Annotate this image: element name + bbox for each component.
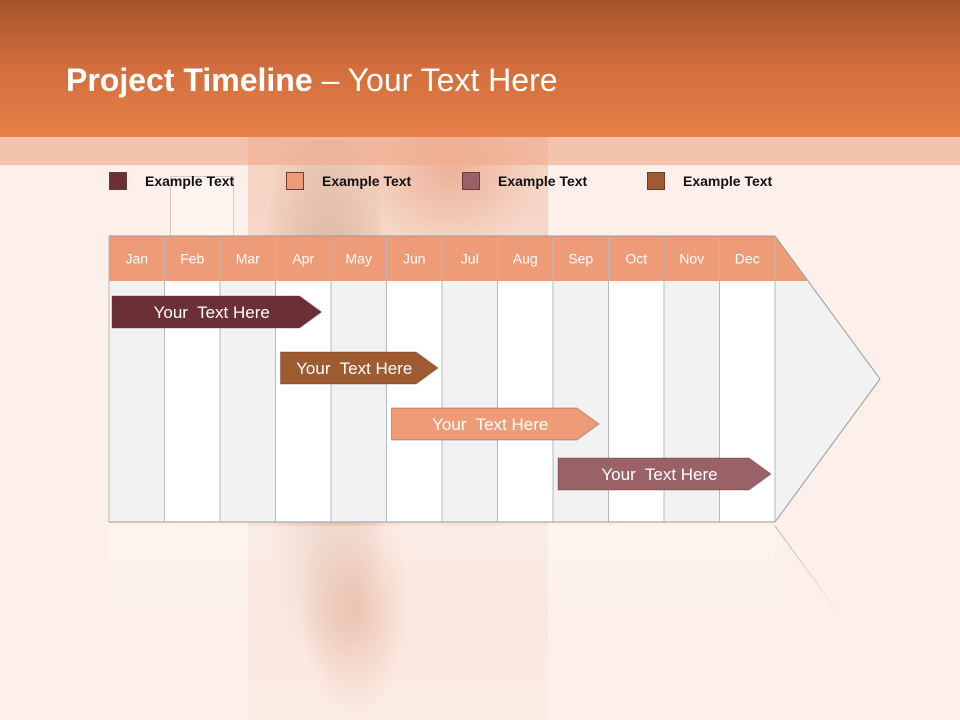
legend-label-1: Example Text <box>145 173 235 189</box>
task-arrow-2 <box>280 351 439 385</box>
month-band-jun <box>386 281 442 522</box>
month-header-cell <box>497 236 553 281</box>
reflection-arrow-edge <box>774 525 846 623</box>
task-label-4: Your Text Here <box>601 465 717 484</box>
month-header-cell <box>386 236 442 281</box>
month-label-dec: Dec <box>735 251 760 267</box>
slide-title-rest: – Your Text Here <box>312 62 558 98</box>
arrow-head-body <box>775 236 880 522</box>
legend-label-2: Example Text <box>322 173 412 189</box>
month-label-oct: Oct <box>625 251 647 267</box>
legend-item-3: Example Text <box>462 171 587 191</box>
month-label-jul: Jul <box>461 251 479 267</box>
task-label-1: Your Text Here <box>154 303 270 322</box>
legend-item-1: Example Text <box>109 171 234 191</box>
legend-swatch-2 <box>286 172 304 190</box>
background-light-switch <box>170 176 234 238</box>
legend-label-3: Example Text <box>498 173 588 189</box>
slide-title: Project Timeline – Your Text Here <box>66 62 558 99</box>
task-arrow-3 <box>391 407 600 441</box>
month-band-aug <box>497 281 553 522</box>
legend-swatch-4 <box>647 172 665 190</box>
month-label-sep: Sep <box>568 251 593 267</box>
slide-title-bold: Project Timeline <box>66 62 313 98</box>
legend-label-4: Example Text <box>683 173 773 189</box>
timeline-reflection <box>109 526 775 622</box>
month-label-nov: Nov <box>679 251 704 267</box>
month-header-cell <box>220 236 276 281</box>
month-header-cell <box>719 236 775 281</box>
legend-swatch-1 <box>109 172 127 190</box>
arrow-head-outline <box>774 235 881 523</box>
month-label-jan: Jan <box>125 251 148 267</box>
legend-item-2: Example Text <box>286 171 411 191</box>
title-banner <box>0 0 960 137</box>
month-band-may <box>331 281 387 522</box>
month-header-cell <box>331 236 387 281</box>
month-label-mar: Mar <box>236 251 260 267</box>
month-header-cell <box>664 236 720 281</box>
month-header-cell <box>275 236 331 281</box>
month-label-feb: Feb <box>180 251 204 267</box>
month-header-cell <box>442 236 498 281</box>
month-label-may: May <box>346 251 372 267</box>
legend-swatch-3 <box>462 172 480 190</box>
month-label-jun: Jun <box>403 251 426 267</box>
task-label-2: Your Text Here <box>296 359 412 378</box>
legend-item-4: Example Text <box>647 171 772 191</box>
task-arrow-4 <box>557 457 772 491</box>
month-header-cell <box>553 236 609 281</box>
month-label-aug: Aug <box>513 251 538 267</box>
month-band-jul <box>442 281 498 522</box>
task-arrow-1 <box>111 295 323 329</box>
month-header-cell <box>164 236 220 281</box>
title-banner-band <box>0 137 960 165</box>
month-label-apr: Apr <box>292 251 314 267</box>
task-label-3: Your Text Here <box>432 415 548 434</box>
month-header-cell <box>109 236 165 281</box>
month-header-cell <box>608 236 664 281</box>
